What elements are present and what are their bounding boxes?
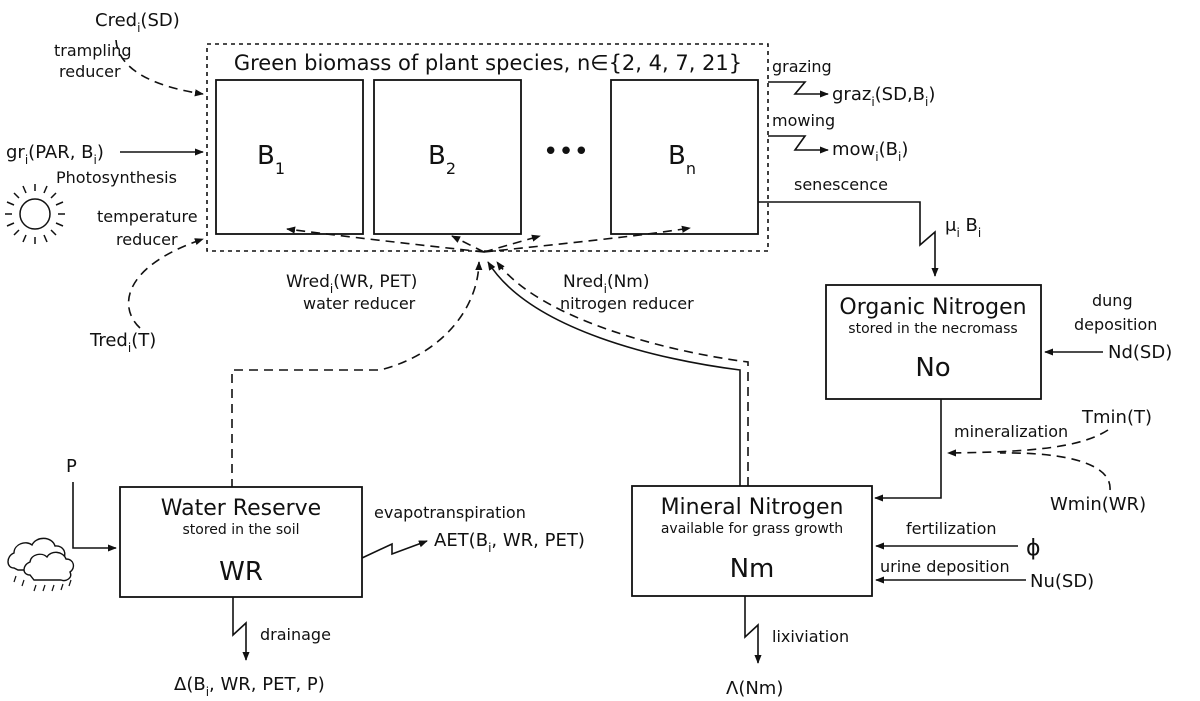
urine-deposition-label: urine deposition xyxy=(880,557,1010,576)
mineralization-arrow xyxy=(874,399,942,502)
water-reserve-subtitle: stored in the soil xyxy=(182,522,299,538)
biomass-title: Green biomass of plant species, n∈{2, 4,… xyxy=(234,51,742,75)
nitrogen-reducer-dashed-arrow xyxy=(496,261,749,486)
lixiviation-label: lixiviation xyxy=(772,627,849,646)
dung-label-1: dung xyxy=(1092,291,1133,310)
mowing-arrow xyxy=(768,135,829,154)
species-box-1 xyxy=(215,79,364,235)
species-box-2 xyxy=(373,79,522,235)
photosynthesis-label: Photosynthesis xyxy=(56,168,177,187)
aet-label: AET(Bi, WR, PET) xyxy=(434,530,585,555)
precipitation-label: P xyxy=(66,456,77,477)
drainage-label: drainage xyxy=(260,625,331,644)
trampling-label-2: reducer xyxy=(59,62,121,81)
mineral-nitrogen-symbol: Nm xyxy=(730,554,775,584)
delta-label: Δ(Bi, WR, PET, P) xyxy=(174,674,325,699)
mow-label: mowi(Bi) xyxy=(832,139,908,164)
tred-label: Tredi(T) xyxy=(89,330,156,355)
senescence-label: senescence xyxy=(794,175,888,194)
mineral-nitrogen-title: Mineral Nitrogen xyxy=(661,495,844,520)
mineral-nitrogen-box xyxy=(631,485,873,597)
trampling-label-1: trampling xyxy=(54,41,132,60)
lambda-label: Λ(Nm) xyxy=(726,678,783,699)
evapotranspiration-label: evapotranspiration xyxy=(374,503,526,522)
organic-nitrogen-subtitle: stored in the necromass xyxy=(848,321,1017,337)
wmin-arrow xyxy=(999,452,1111,491)
sun-icon xyxy=(5,184,65,244)
water-reserve-symbol: WR xyxy=(219,557,263,587)
organic-nitrogen-symbol: No xyxy=(915,353,950,383)
temperature-label-1: temperature xyxy=(97,207,198,226)
species-label-n: Bn xyxy=(668,141,696,178)
rain-cloud-icon xyxy=(7,537,75,592)
mineral-nitrogen-subtitle: available for grass growth xyxy=(661,521,843,537)
species-box-n xyxy=(610,79,759,235)
tmin-arrow xyxy=(947,429,1109,457)
nitrogen-reducer-solid-arrow xyxy=(487,261,741,486)
cred-label: Credi(SD) xyxy=(95,10,180,35)
organic-nitrogen-box xyxy=(825,284,1042,400)
mowing-label: mowing xyxy=(772,111,835,130)
nred-label: Nredi(Nm) xyxy=(563,272,649,296)
grazing-label: grazing xyxy=(772,57,832,76)
wred-label: Wredi(WR, PET) xyxy=(286,272,417,296)
evapotranspiration-arrow xyxy=(361,540,428,559)
wmin-label: Wmin(WR) xyxy=(1050,494,1146,515)
species-label-1: B1 xyxy=(257,141,285,178)
species-label-2: B2 xyxy=(428,141,456,178)
reducer-fan-arrows xyxy=(286,225,691,253)
graz-label: grazi(SD,Bi) xyxy=(832,84,935,109)
temperature-arrow xyxy=(127,238,204,329)
water-reducer-label: water reducer xyxy=(303,294,416,313)
mineralization-label: mineralization xyxy=(954,422,1068,441)
water-reserve-box xyxy=(119,486,363,598)
dung-label-2: deposition xyxy=(1074,315,1157,334)
gr-label: gri(PAR, Bi) xyxy=(6,142,104,167)
temperature-label-2: reducer xyxy=(116,230,178,249)
senescence-arrow xyxy=(758,201,939,277)
lixiviation-arrow xyxy=(744,596,762,664)
nu-label: Nu(SD) xyxy=(1030,571,1094,592)
species-ellipsis: ••• xyxy=(543,137,589,167)
nitrogen-reducer-label: nitrogen reducer xyxy=(560,294,694,313)
nd-label: Nd(SD) xyxy=(1108,342,1172,363)
tmin-label: Tmin(T) xyxy=(1081,407,1152,428)
precipitation-arrow xyxy=(72,482,117,552)
mu-label: μi Bi xyxy=(945,215,981,240)
fertilization-label: fertilization xyxy=(906,519,997,538)
trampling-arrow xyxy=(115,39,204,97)
drainage-arrow xyxy=(232,597,250,661)
water-reducer-arrow xyxy=(231,261,483,488)
phi-label: ϕ xyxy=(1026,536,1041,561)
grazing-arrow xyxy=(768,81,829,98)
organic-nitrogen-title: Organic Nitrogen xyxy=(839,295,1026,320)
water-reserve-title: Water Reserve xyxy=(161,496,321,521)
